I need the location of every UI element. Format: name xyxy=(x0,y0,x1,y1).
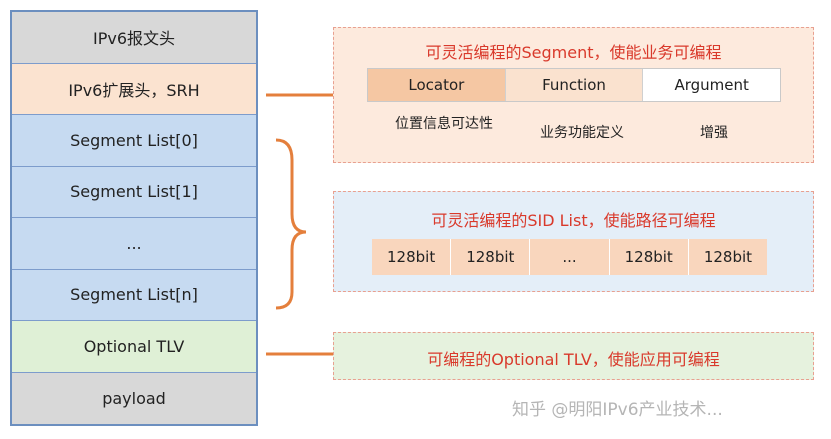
tlv-box-title: 可编程的Optional TLV，使能应用可编程 xyxy=(427,350,720,369)
sid-cell: 128bit xyxy=(451,239,531,275)
segment-list-brace xyxy=(275,138,307,310)
desc-locator: 位置信息可达性 xyxy=(395,116,493,132)
optional-tlv-box: 可编程的Optional TLV，使能应用可编程 xyxy=(333,332,814,380)
layer-segment-list-n: Segment List[n] xyxy=(12,269,256,321)
sid-cell: 128bit xyxy=(609,239,689,275)
segment-programming-box: 可灵活编程的Segment，使能业务可编程 Locator Function A… xyxy=(333,27,814,163)
layer-ellipsis: ... xyxy=(12,218,256,270)
sid-cell: 128bit xyxy=(372,239,452,275)
sid-box-title: 可灵活编程的SID List，使能路径可编程 xyxy=(431,211,716,230)
sid-cells: 128bit 128bit ... 128bit 128bit xyxy=(372,239,768,275)
desc-argument: 增强 xyxy=(700,125,728,141)
layer-optional-tlv: Optional TLV xyxy=(12,321,256,373)
segment-box-title: 可灵活编程的Segment，使能业务可编程 xyxy=(425,43,722,62)
sid-list-box: 可灵活编程的SID List，使能路径可编程 128bit 128bit ...… xyxy=(333,191,814,292)
sid-cell-ellipsis: ... xyxy=(530,239,610,275)
field-function: Function xyxy=(505,69,644,101)
layer-ipv6-header: IPv6报文头 xyxy=(12,12,256,64)
layer-segment-list-0: Segment List[0] xyxy=(12,115,256,167)
layer-payload: payload xyxy=(12,372,256,424)
sid-fields: Locator Function Argument xyxy=(367,68,781,102)
srv6-header-stack: IPv6报文头 IPv6扩展头，SRH Segment List[0] Segm… xyxy=(10,10,258,426)
layer-srh: IPv6扩展头，SRH xyxy=(12,63,256,115)
watermark: 知乎 @明阳IPv6产业技术... xyxy=(512,400,723,420)
desc-function: 业务功能定义 xyxy=(540,125,624,141)
layer-segment-list-1: Segment List[1] xyxy=(12,166,256,218)
field-argument: Argument xyxy=(643,69,781,101)
field-locator: Locator xyxy=(368,69,506,101)
sid-cell: 128bit xyxy=(688,239,768,275)
